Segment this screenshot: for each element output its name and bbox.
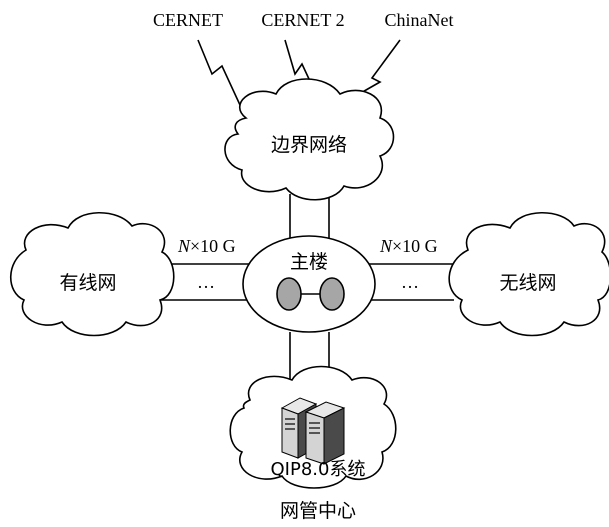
external-network-chinanet-label: ChinaNet — [385, 10, 454, 30]
core-node-right — [319, 277, 345, 311]
main-building-ellipse — [242, 235, 376, 333]
external-network-cernet2-label: CERNET 2 — [261, 10, 344, 30]
external-network-cernet-label: CERNET — [153, 10, 223, 30]
border-network-label: 边界网络 — [271, 134, 347, 156]
wireless-network-cloud — [448, 211, 609, 337]
right-link-capacity-label: N×10 G — [379, 236, 438, 256]
core-node-left — [276, 277, 302, 311]
right-link-ellipsis: … — [401, 272, 419, 292]
wired-network-label: 有线网 — [59, 272, 116, 294]
server-icon — [280, 397, 346, 465]
right-link-capacity-rest: ×10 G — [392, 236, 438, 256]
wired-network-cloud — [10, 211, 175, 337]
wireless-network-label: 无线网 — [499, 272, 556, 294]
left-link-capacity-label: N×10 G — [177, 236, 236, 256]
main-building-label: 主楼 — [290, 251, 328, 273]
left-link-capacity-rest: ×10 G — [190, 236, 236, 256]
left-link-capacity-var: N — [177, 236, 191, 256]
lightning-link-cernet — [197, 39, 247, 119]
server-tower-front — [304, 401, 346, 465]
border-network-cloud — [224, 78, 395, 201]
right-link-capacity-var: N — [379, 236, 393, 256]
left-link-ellipsis: … — [197, 272, 215, 292]
management-system-label: QIP8.0系统 — [271, 459, 366, 480]
management-center-caption: 网管中心 — [280, 500, 356, 522]
lightning-link-chinanet — [351, 39, 401, 99]
